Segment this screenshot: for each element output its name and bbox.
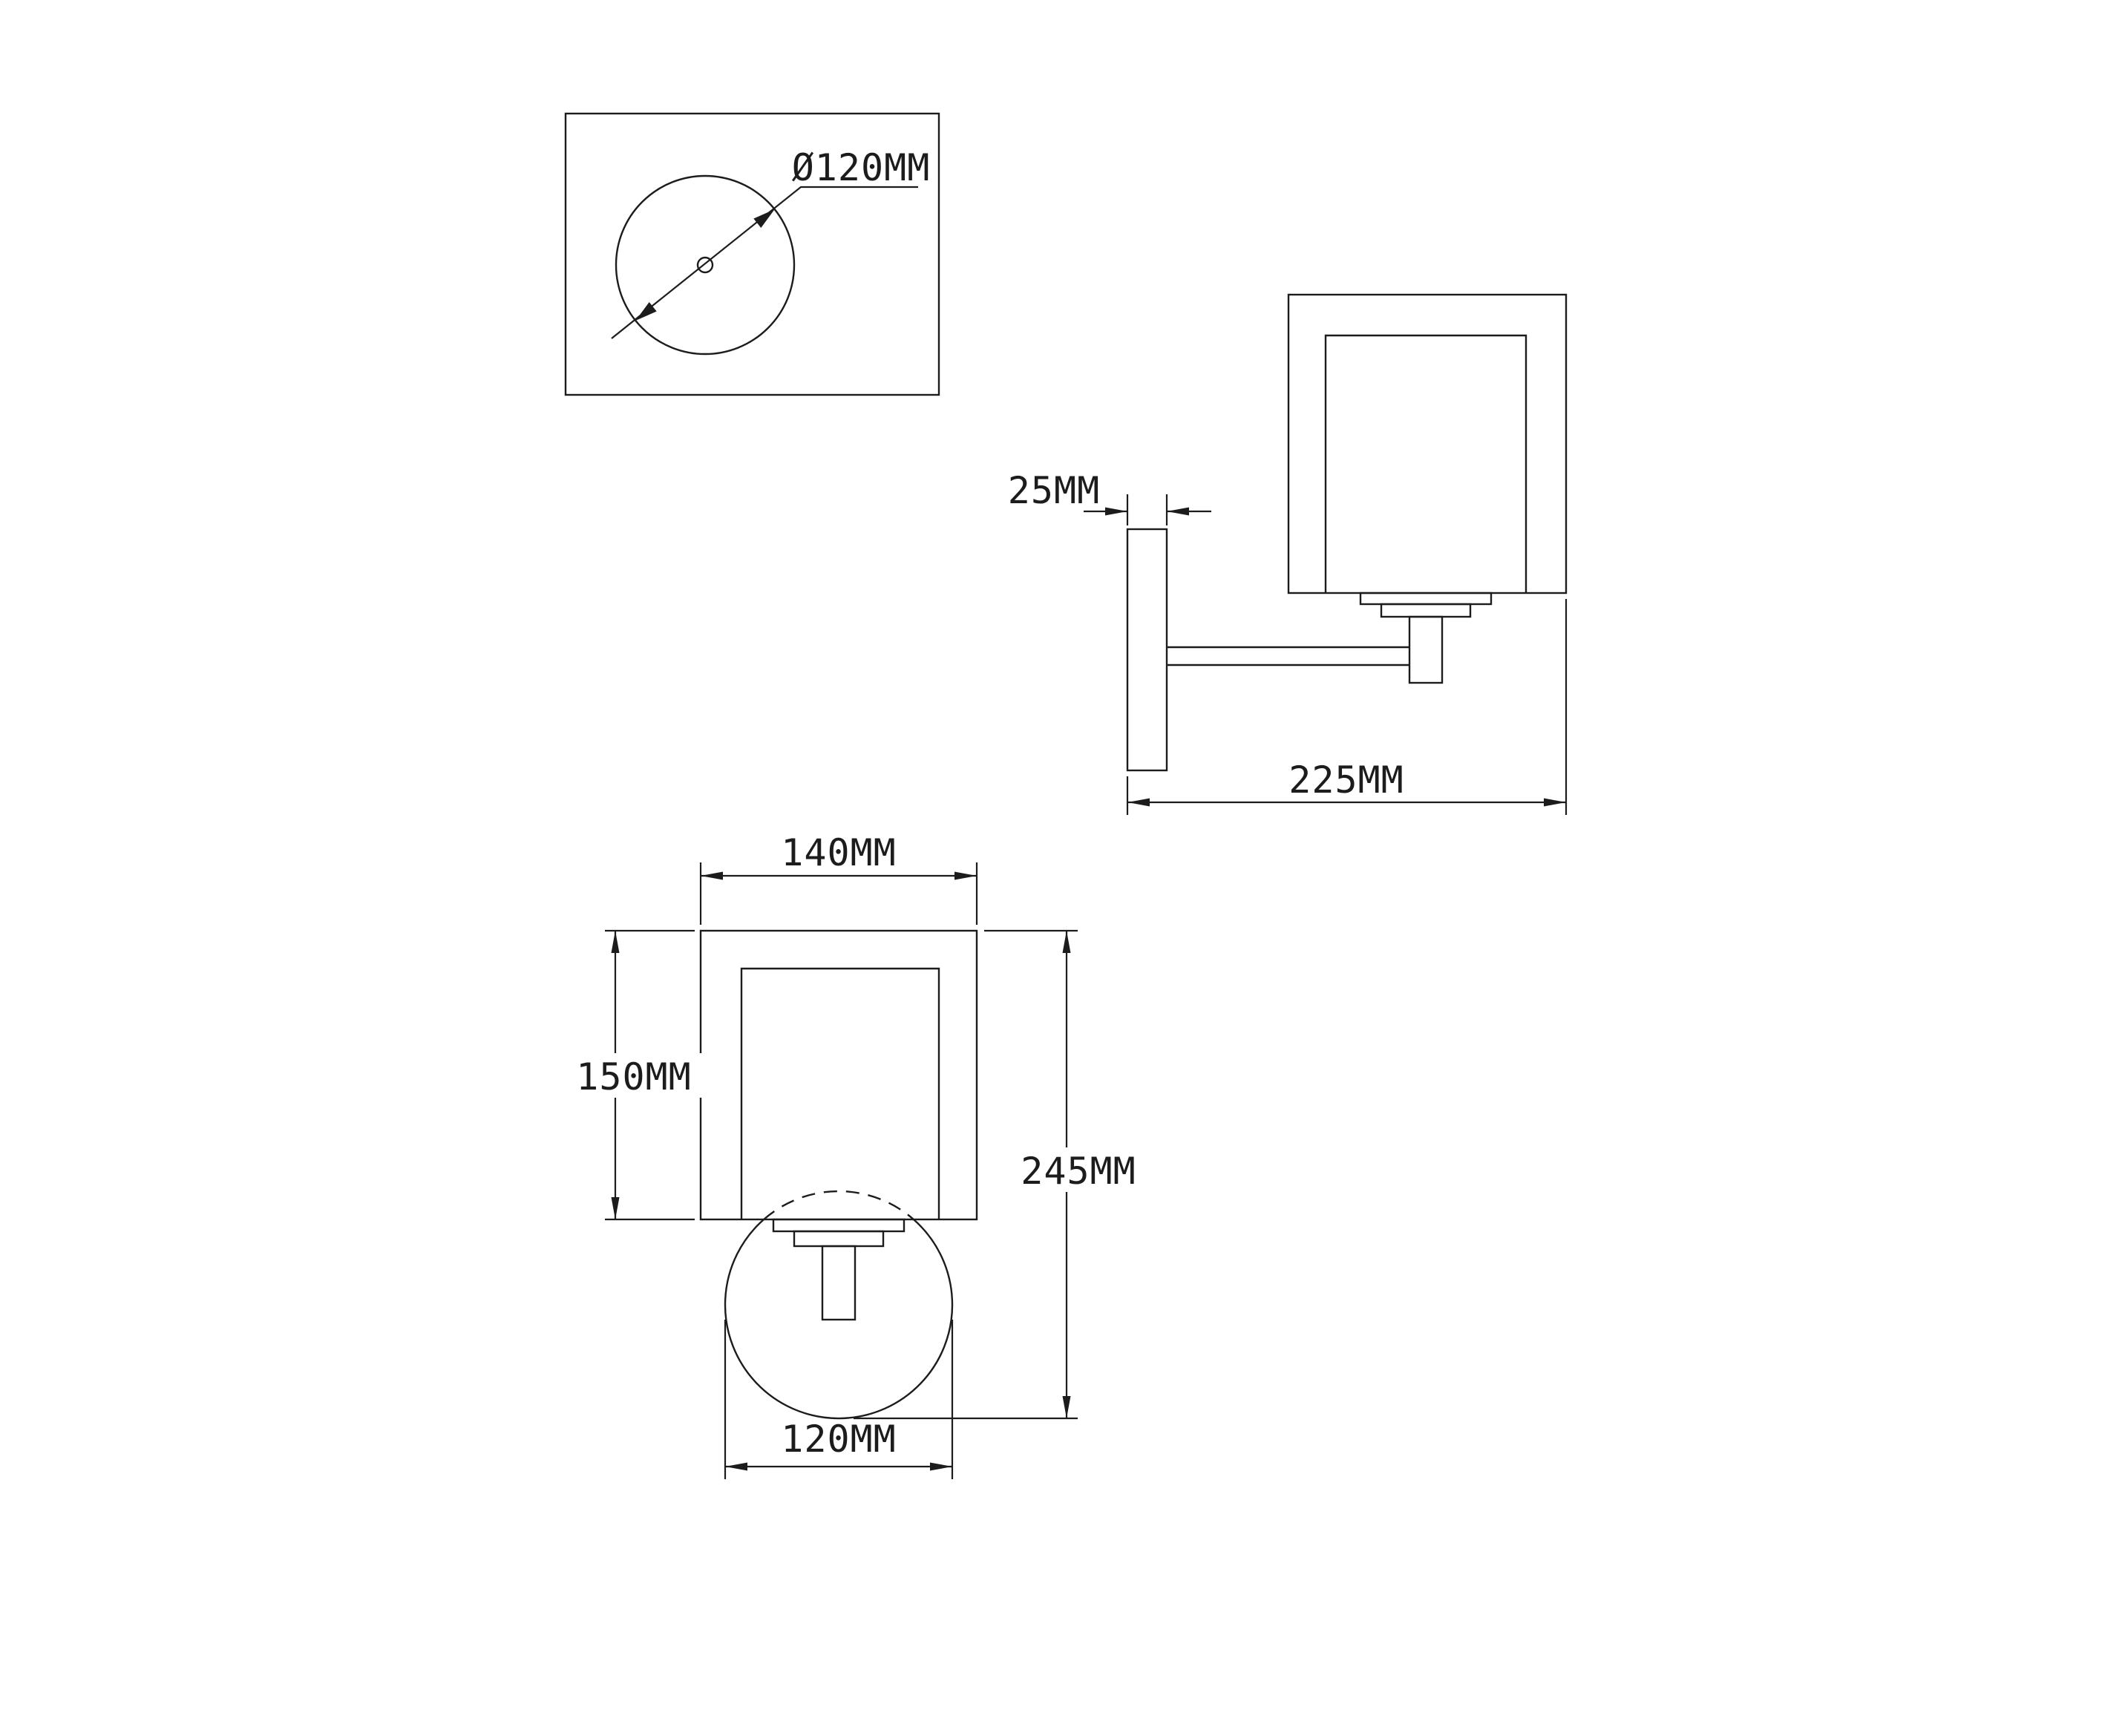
dim-top-diameter: Ø120MM (611, 146, 931, 339)
front-stem (821, 1245, 857, 1321)
front-globe-visible-arc (724, 1219, 954, 1420)
label-mask (1006, 1147, 1151, 1192)
diameter-leader-line (611, 186, 918, 339)
top-view-backplate-outline (564, 112, 940, 396)
front-holder-step2 (793, 1230, 885, 1248)
top-view-center-mark (696, 256, 714, 274)
diameter-arrow-upper (753, 209, 775, 228)
side-shade-outline (1287, 293, 1568, 595)
side-wall-plate (1126, 528, 1168, 772)
dim-wall-plate-depth: 25MM (1008, 469, 1211, 525)
side-holder-step1 (1359, 592, 1493, 606)
side-holder-step2 (1380, 603, 1472, 618)
dim-total-height: 245MM (854, 929, 1151, 1420)
wall-plate-depth-label: 25MM (1008, 469, 1100, 512)
total-depth-label: 225MM (1288, 759, 1404, 802)
dim-shade-height: 150MM (563, 929, 705, 1221)
top-view: Ø120MM (564, 112, 940, 396)
shade-width-label: 140MM (781, 831, 897, 874)
front-shade-inner (740, 967, 940, 1219)
front-holder-step1 (772, 1218, 906, 1233)
side-stem (1408, 615, 1444, 684)
front-view: 140MM 150MM 245MM 120MM (563, 831, 1151, 1479)
top-diameter-label: Ø120MM (792, 146, 931, 189)
dim-globe-diameter: 120MM (724, 1320, 954, 1479)
front-globe-hidden-arc (763, 1190, 914, 1220)
top-view-canopy-circle (615, 174, 796, 356)
shade-height-label: 150MM (576, 1055, 692, 1098)
total-height-label: 245MM (1021, 1150, 1136, 1193)
dim-shade-width: 140MM (699, 831, 978, 925)
diameter-arrow-lower (635, 302, 657, 321)
side-view: 25MM 225MM (1008, 293, 1568, 815)
globe-diameter-label: 120MM (781, 1418, 897, 1461)
side-shade-inner (1324, 334, 1527, 593)
dim-total-depth: 225MM (1126, 599, 1568, 815)
label-mask (563, 1053, 705, 1098)
